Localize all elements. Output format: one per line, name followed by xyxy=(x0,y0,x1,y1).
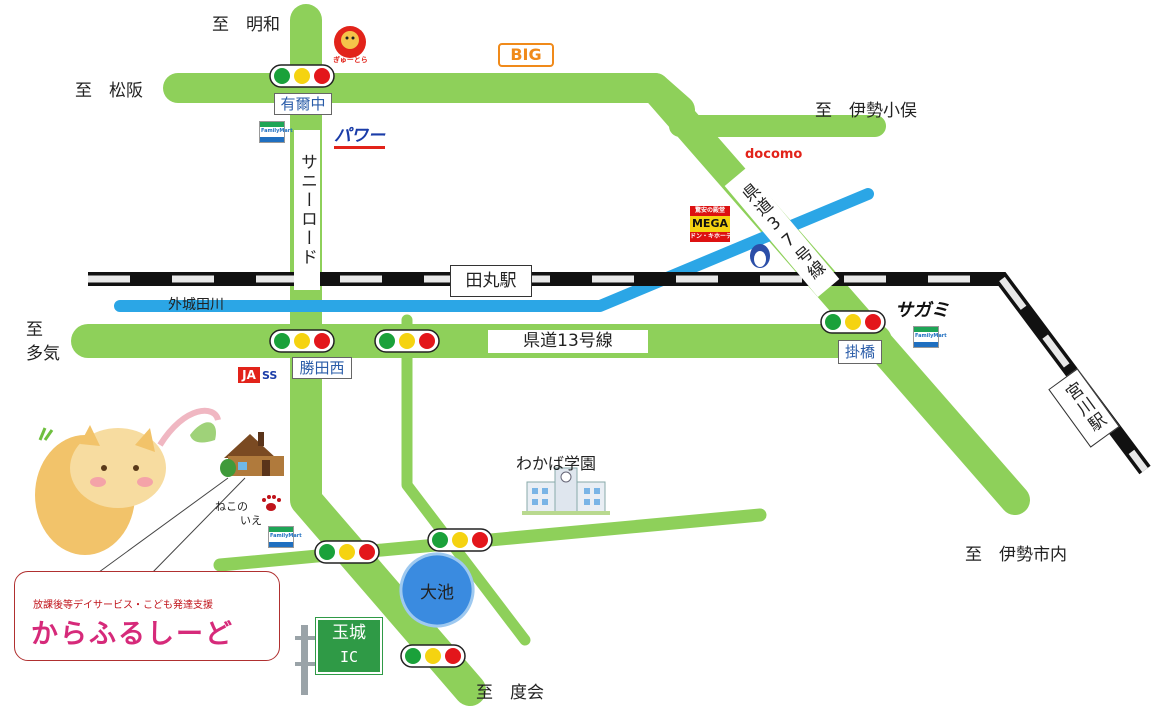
traffic-signal-icon xyxy=(314,540,380,564)
ic-sign: 玉城 IC xyxy=(315,617,383,675)
familymart-logo-3: FamilyMart xyxy=(268,526,302,548)
logo-gyuutora: ぎゅーとら xyxy=(333,56,368,64)
destination-meiwa: 至 明和 xyxy=(212,15,280,35)
intersection-katta-nishi: 勝田西 xyxy=(292,357,352,379)
traffic-signal-icon xyxy=(269,64,335,88)
business-name: からふるしーど xyxy=(31,619,234,650)
logo-ja: JA xyxy=(238,367,260,383)
road-label-pref13: 県道13号線 xyxy=(488,330,648,353)
business-callout: 放課後等デイサービス・こども発達支援 からふるしーど xyxy=(14,571,280,661)
logo-mega-bottom: ドン・キホーテ xyxy=(690,232,733,242)
school-icon xyxy=(522,467,610,515)
logo-sagami: サガミ xyxy=(895,300,949,321)
destination-watarai: 至 度会 xyxy=(476,683,544,703)
logo-mega-top: 驚安の殿堂 xyxy=(690,206,730,216)
station-tamaru: 田丸駅 xyxy=(450,265,532,297)
road-pref37 xyxy=(640,73,1030,515)
destination-matsusaka: 至 松阪 xyxy=(75,81,143,101)
ic-sign-line1: 玉城 xyxy=(332,623,366,643)
intersection-aritaki: 有爾中 xyxy=(274,93,332,115)
logo-power: パワー xyxy=(334,121,385,149)
traffic-signal-icon xyxy=(400,644,466,668)
place-oike: 大池 xyxy=(420,583,454,603)
familymart-logo-1: FamilyMart xyxy=(259,121,293,143)
logo-ss: SS xyxy=(262,369,278,382)
logo-docomo: docomo xyxy=(745,147,803,162)
road-small-south xyxy=(401,314,531,646)
road-matsusaka xyxy=(163,73,695,125)
paw-icon xyxy=(262,495,281,511)
traffic-signal-icon xyxy=(269,329,335,353)
road-label-sunny-road: サニーロード xyxy=(294,130,320,290)
cat-mascot-icon xyxy=(35,407,221,555)
river-label-toki-tagawa: 外城田川 xyxy=(168,297,224,313)
destination-ise-obata: 至 伊勢小俣 xyxy=(815,101,917,121)
traffic-signal-icon xyxy=(427,528,493,552)
logo-big: BIG xyxy=(498,43,554,67)
destination-ise-shinai: 至 伊勢市内 xyxy=(965,545,1067,565)
logo-mega: MEGA xyxy=(690,216,730,232)
place-wakaba: わかば学園 xyxy=(516,454,597,473)
business-subtitle: 放課後等デイサービス・こども発達支援 xyxy=(33,600,213,611)
log-house-icon xyxy=(220,432,284,477)
donki-penguin-icon xyxy=(750,244,770,268)
ic-sign-post xyxy=(295,625,317,695)
pond-oike xyxy=(399,552,475,628)
ic-sign-line2: IC xyxy=(339,648,359,666)
intersection-kakehashi: 掛橋 xyxy=(838,340,882,364)
destination-taki: 至 多気 xyxy=(26,320,60,364)
traffic-signal-icon xyxy=(820,310,886,334)
traffic-signal-icon xyxy=(374,329,440,353)
gyuutora-logo-icon xyxy=(334,26,366,58)
familymart-logo-2: FamilyMart xyxy=(913,326,947,348)
place-nekonoie-2: いえ xyxy=(240,514,262,527)
leader-lines xyxy=(94,477,246,576)
traffic-signals xyxy=(269,64,886,668)
place-nekonoie-1: ねこの xyxy=(215,500,248,513)
